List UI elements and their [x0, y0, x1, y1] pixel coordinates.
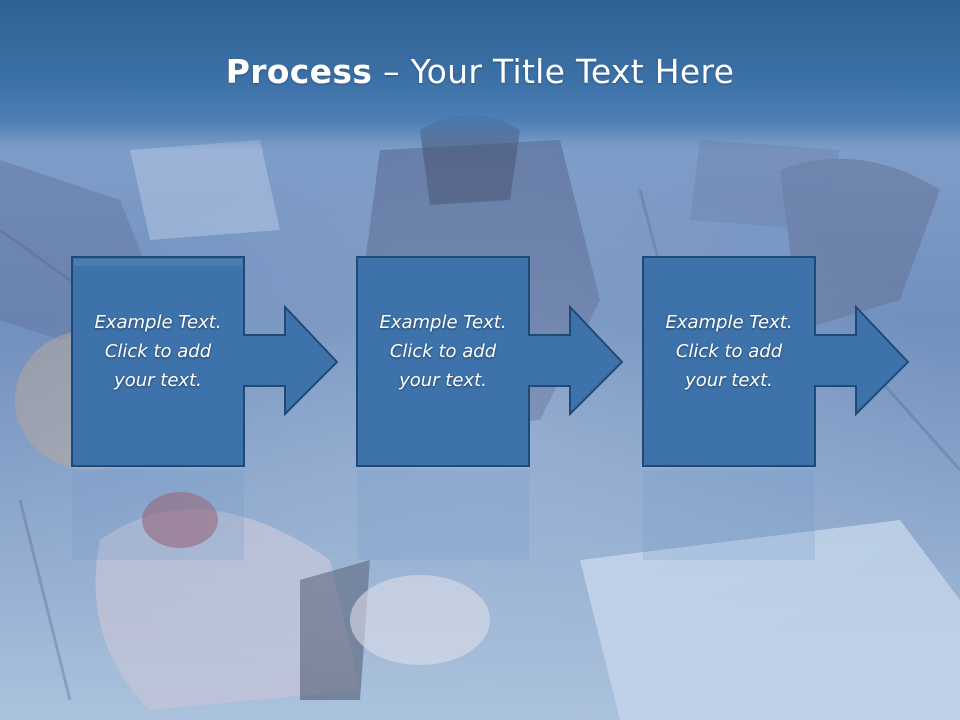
step-1-reflection	[71, 470, 411, 580]
step-2-text[interactable]: Example Text. Click to add your text.	[358, 308, 528, 395]
process-step-3[interactable]: Example Text. Click to add your text.	[642, 256, 960, 468]
step-1-line-2: Click to add	[104, 341, 212, 362]
step-2-line-2: Click to add	[389, 341, 497, 362]
step-2-line-1: Example Text.	[379, 312, 507, 333]
step-3-line-3: your text.	[685, 370, 773, 391]
process-step-1[interactable]: Example Text. Click to add your text.	[71, 256, 411, 468]
step-3-reflection	[642, 470, 960, 580]
title-text: – Your Title Text Here	[372, 52, 735, 91]
title-bar	[0, 0, 960, 150]
slide-title[interactable]: Process – Your Title Text Here	[0, 52, 960, 91]
step-2-line-3: your text.	[399, 370, 487, 391]
step-arrow-shape	[642, 256, 910, 467]
step-2-reflection	[356, 470, 696, 580]
step-1-text[interactable]: Example Text. Click to add your text.	[73, 308, 243, 395]
step-3-text[interactable]: Example Text. Click to add your text.	[644, 308, 814, 395]
step-arrow-shape	[71, 256, 339, 467]
process-step-2[interactable]: Example Text. Click to add your text.	[356, 256, 696, 468]
title-bold-text: Process	[225, 52, 373, 91]
step-1-line-1: Example Text.	[94, 312, 222, 333]
step-arrow-shape	[356, 256, 624, 467]
step-3-line-2: Click to add	[675, 341, 783, 362]
step-3-line-1: Example Text.	[665, 312, 793, 333]
step-1-line-3: your text.	[114, 370, 202, 391]
